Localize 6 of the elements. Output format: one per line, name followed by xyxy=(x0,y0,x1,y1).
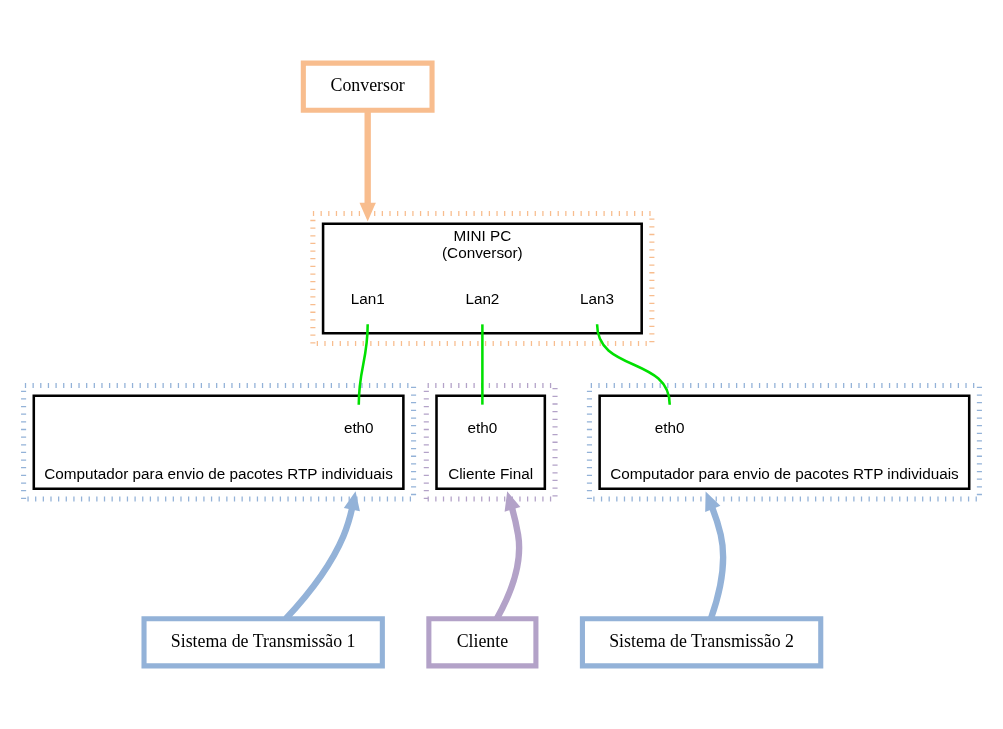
node-text: eth0 xyxy=(467,418,498,436)
node-text: Lan2 xyxy=(465,290,500,308)
node-text: Lan3 xyxy=(580,290,615,308)
node-text: eth0 xyxy=(654,418,685,436)
node-text: eth0 xyxy=(343,418,374,436)
node-text: Lan1 xyxy=(350,290,385,308)
